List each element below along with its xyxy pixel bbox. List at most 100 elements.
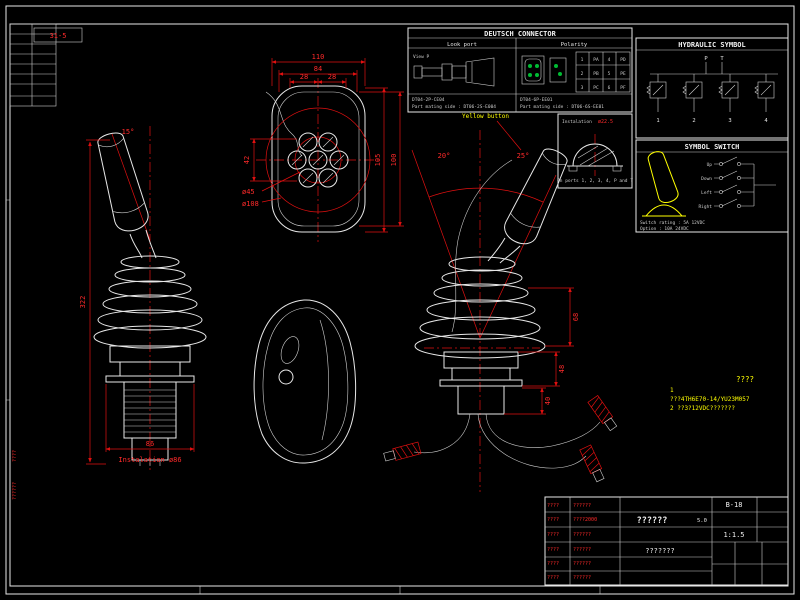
pin-cell: 5: [608, 71, 611, 77]
deutsch-connector-panel: DEUTSCH CONNECTOR Look port Polarity Vie…: [407, 27, 633, 113]
polarity-header: Polarity: [561, 42, 588, 48]
note-line-3: 2 ??3?12VDC???????: [670, 405, 735, 412]
polarity-part-1: DT04-6P-EE01: [520, 97, 553, 103]
connector-right-lower: [579, 444, 605, 483]
side-angle-left-label: 20°: [438, 152, 451, 160]
sig-label: ????: [547, 503, 559, 509]
sheet-code: B-18: [726, 501, 743, 509]
side-grip: [504, 148, 568, 245]
port-3-label: 3: [728, 118, 731, 124]
pin-cell: 1: [581, 57, 584, 63]
polarity-part-2: Part mating side : DT06-6S-EE01: [520, 104, 604, 110]
sig-label: ????: [547, 532, 559, 538]
dim-40-label: 40: [544, 397, 552, 405]
hydraulic-symbol-panel: HYDRAULIC SYMBOL P T 1 2 3 4: [635, 37, 789, 139]
dim-86-label: 86: [146, 440, 154, 448]
dim-d108-label: ø108: [242, 200, 259, 208]
symbol-switch-panel: SYMBOL SWITCH Up Down Left Right Switch …: [635, 139, 789, 233]
note-line-1: 1: [670, 387, 674, 394]
front-angle-label: 15°: [122, 128, 135, 136]
title-block: B-18 5.0 ?????? 1:1.5 ??????? ???? ?????…: [544, 496, 789, 586]
dim-28b-label: 28: [328, 73, 336, 81]
sig-value: ??????: [573, 547, 591, 553]
rev-code-label: 31-5: [50, 32, 67, 40]
dim-68-label: 68: [572, 313, 580, 321]
top-view-joystick: 110 84 28 28 42 ø45 ø108 105 100: [242, 53, 404, 242]
switch-circuits: Up Down Left Right: [698, 156, 776, 210]
sig-value: ??????: [573, 532, 591, 538]
notes-title: ????: [736, 375, 754, 384]
side-angle-right-label: 25°: [517, 152, 530, 160]
drawing-name: ???????: [645, 547, 675, 555]
deutsch-title: DEUTSCH CONNECTOR: [484, 30, 556, 38]
dim-100-label: 100: [390, 154, 398, 167]
pin-cell: PD: [620, 57, 626, 63]
view-p-label: View P: [413, 54, 430, 60]
sig-value: ??????: [573, 561, 591, 567]
round-mount-note: On ports 1, 2, 3, 4, P and T: [557, 178, 633, 184]
switch-row-label: Left: [701, 190, 712, 196]
side-bellows: [414, 256, 546, 359]
round-mount-dim: ø22.5: [598, 119, 613, 125]
front-view-joystick: 15° 322 86 Instalatio: [79, 126, 207, 470]
sig-label: ????: [547, 561, 559, 567]
look-port-part-2: Part mating side : DT06-2S-E004: [412, 104, 496, 110]
front-bellows: [93, 255, 207, 349]
cables-and-connectors: [383, 394, 618, 483]
dim-322-label: 322: [79, 296, 87, 309]
pin-cell: PA: [593, 57, 599, 63]
dim-28a-label: 28: [300, 73, 308, 81]
look-port-drawing: View P: [413, 54, 495, 87]
look-port-part-1: DT04-2P-CE04: [412, 97, 445, 103]
joystick-glyph: [642, 151, 686, 217]
dim-105-label: 105: [374, 154, 382, 167]
pin-cell: 2: [581, 71, 584, 77]
port-4-label: 4: [764, 118, 768, 124]
switch-row-label: Right: [698, 204, 712, 210]
install-note-label: Instalation ø86: [118, 456, 181, 464]
port-2-label: 2: [692, 118, 695, 124]
sig-value: ??????: [573, 503, 591, 509]
button-callout-label: Yellow button: [462, 113, 509, 120]
switch-row-label: Up: [707, 162, 713, 168]
pin-cell: PF: [620, 85, 626, 91]
port-p-label: P: [704, 56, 708, 62]
grip-profile-view: [253, 299, 357, 464]
pin-cell: PE: [620, 71, 626, 77]
round-mount-panel: Instalation ø22.5 On ports 1, 2, 3, 4, P…: [557, 113, 633, 189]
dim-84-label: 84: [314, 65, 322, 73]
dim-42-label: 42: [243, 156, 251, 164]
front-grip: [97, 132, 149, 232]
connector-left: [383, 441, 422, 462]
note-line-2: ???4TH6E70-14/YU23M057: [670, 396, 750, 403]
signature-rows: ???? ?????? ???? ????2000 ???? ?????? ??…: [547, 503, 597, 581]
grip-cable: [451, 159, 513, 333]
port-1-label: 1: [656, 118, 659, 124]
switch-row-label: Down: [701, 176, 712, 182]
look-port-header: Look port: [447, 42, 477, 48]
switch-note-2: Option : 10A 24VDC: [640, 226, 689, 232]
round-mount-title: Instalation: [562, 119, 592, 125]
scale-value: 1:1.5: [723, 531, 744, 539]
pin-table: 1 PA 4 PD 2 PB 5 PE 3 PC 6 PF: [575, 51, 631, 93]
sig-label: ????: [547, 547, 559, 553]
sheet-frame: 31-5 ?????? ????: [5, 5, 795, 595]
drawing-notes: ???? 1 ???4TH6E70-14/YU23M057 2 ??3?12VD…: [670, 375, 754, 412]
switch-title: SYMBOL SWITCH: [685, 143, 740, 151]
left-margin-note-1: ??????: [12, 482, 18, 500]
pin-cell: 6: [608, 85, 611, 91]
rev-code-box: 31-5: [33, 27, 83, 43]
sig-label: ????: [547, 517, 559, 523]
left-margin-note-2: ????: [12, 450, 18, 462]
sig-label: ????: [547, 575, 559, 581]
valve-symbols: [646, 74, 775, 112]
dim-110-label: 110: [312, 53, 325, 61]
side-base: [439, 351, 523, 415]
part-name: ??????: [637, 516, 668, 526]
pin-cell: PB: [593, 71, 599, 77]
side-view-joystick: 20° 25° Yellow button: [383, 113, 618, 492]
dim-48-label: 48: [558, 365, 566, 373]
pin-cell: 4: [608, 57, 611, 63]
revision-grid: [9, 23, 57, 107]
